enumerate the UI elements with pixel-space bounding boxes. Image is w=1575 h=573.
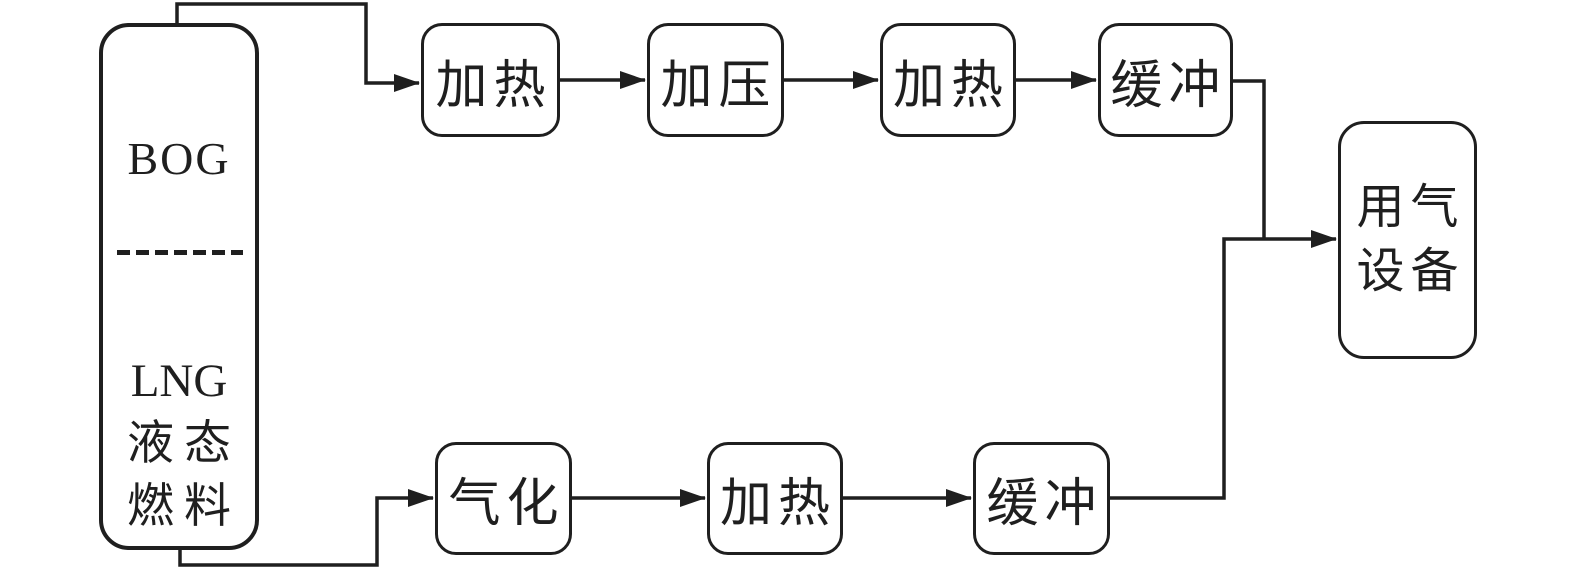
bottom-branch-box-vaporizing: 气化	[435, 442, 572, 555]
top-branch-box-pressurizing: 加压	[647, 23, 784, 137]
tank-divider-dashed-line	[117, 250, 243, 255]
lng-label-block: LNG 液态 燃料	[103, 350, 255, 539]
connector-tank-bottom-to-vaporizer	[178, 489, 434, 567]
fuel-label: 燃料	[127, 481, 241, 533]
connector-buffer-top-to-junction	[1233, 79, 1266, 239]
connector-buffers-to-sink	[1110, 230, 1337, 500]
connector-tank-top-to-heater1	[175, 2, 420, 92]
top-branch-box-buffer: 缓冲	[1098, 23, 1233, 137]
source-tank-node: BOG LNG 液态 燃料	[99, 23, 259, 550]
gas-equipment-label-line1: 用气	[1356, 181, 1465, 234]
bog-label: BOG	[127, 133, 231, 184]
top-branch-box-heating-1: 加热	[421, 23, 560, 137]
bottom-branch-box-heating: 加热	[707, 442, 843, 555]
top-branch-box-heating-2: 加热	[880, 23, 1016, 137]
lng-label: LNG	[130, 355, 228, 407]
bottom-branch-box-buffer: 缓冲	[973, 442, 1110, 555]
gas-equipment-label-line2: 设备	[1356, 245, 1465, 298]
liquid-state-label: 液态	[127, 418, 241, 470]
gas-equipment-node: 用气 设备	[1338, 121, 1477, 359]
